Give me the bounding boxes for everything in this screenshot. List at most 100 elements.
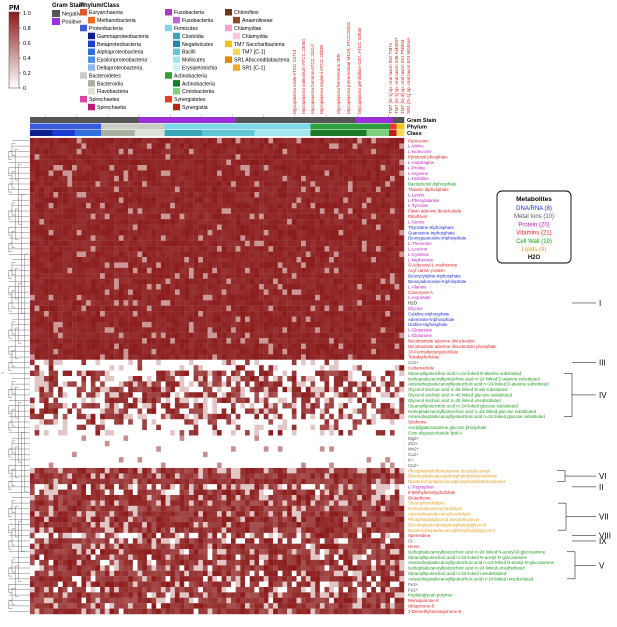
heatmap-cell — [380, 321, 386, 328]
heatmap-cell — [156, 392, 162, 398]
heatmap-cell — [343, 159, 349, 166]
heatmap-cell — [179, 219, 185, 225]
heatmap-cell — [366, 348, 372, 355]
heatmap-cell — [72, 354, 77, 360]
heatmap-cell — [329, 278, 335, 285]
heatmap-cell — [132, 170, 138, 177]
heatmap-cell — [142, 305, 148, 312]
heatmap-cell — [72, 435, 77, 442]
heatmap-cell — [109, 251, 115, 258]
heatmap-cell — [366, 332, 372, 339]
heatmap-cell — [305, 354, 311, 360]
heatmap-cell — [100, 257, 105, 263]
heatmap-cell — [146, 359, 152, 366]
heatmap-cell — [179, 386, 185, 393]
heatmap-cell — [184, 354, 190, 360]
heatmap-cell — [389, 148, 395, 155]
heatmap-cell — [329, 311, 335, 317]
heatmap-cell — [30, 186, 35, 193]
heatmap-cell — [310, 284, 316, 290]
heatmap-cell — [165, 327, 171, 333]
heatmap-cell — [329, 251, 335, 258]
heatmap-cell — [207, 148, 213, 155]
heatmap-cell — [202, 327, 208, 333]
heatmap-cell — [39, 229, 45, 236]
heatmap-cell — [174, 246, 180, 252]
heatmap-cell — [179, 143, 185, 149]
heatmap-cell — [319, 138, 325, 144]
heatmap-cell — [90, 392, 96, 398]
heatmap-cell — [118, 359, 124, 366]
heatmap-cell — [100, 348, 105, 355]
heatmap-cell — [235, 235, 241, 241]
heatmap-cell — [67, 197, 73, 204]
heatmap-cell — [95, 424, 101, 431]
heatmap-cell — [95, 316, 101, 323]
heatmap-cell — [389, 197, 395, 204]
heatmap-cell — [347, 181, 353, 187]
heatmap-cell — [296, 246, 302, 252]
heatmap-cell — [324, 386, 330, 393]
heatmap-cell — [34, 246, 40, 252]
heatmap-cell — [198, 181, 204, 187]
heatmap-cell — [44, 413, 49, 420]
heatmap-cell — [30, 359, 35, 366]
heatmap-cell — [217, 435, 222, 442]
heatmap-cell — [114, 408, 119, 415]
heatmap-cell — [30, 240, 35, 247]
heatmap-cell — [90, 240, 96, 247]
heatmap-cell — [245, 338, 250, 344]
heatmap-cell — [305, 143, 311, 149]
heatmap-cell — [160, 354, 166, 360]
heatmap-cell — [86, 381, 91, 387]
heatmap-cell — [165, 175, 171, 182]
heatmap-cell — [385, 392, 391, 398]
heatmap-cell — [76, 413, 82, 420]
heatmap-cell — [371, 273, 377, 279]
heatmap-cell — [380, 229, 386, 236]
heatmap-cell — [310, 348, 316, 355]
heatmap-cell — [76, 267, 82, 274]
heatmap-cell — [184, 294, 190, 301]
heatmap-cell — [296, 397, 302, 404]
heatmap-cell — [366, 419, 372, 425]
heatmap-cell — [324, 154, 330, 160]
heatmap-cell — [188, 446, 194, 452]
heatmap-cell — [287, 148, 292, 155]
heatmap-cell — [319, 419, 325, 425]
heatmap-cell — [315, 370, 320, 377]
heatmap-cell — [109, 354, 115, 360]
heatmap-cell — [231, 278, 236, 285]
heatmap-cell — [333, 159, 339, 166]
phylum-legend-swatch — [173, 16, 180, 24]
heatmap-cell — [58, 138, 63, 144]
heatmap-cell — [165, 289, 171, 296]
heatmap-cell — [235, 424, 241, 431]
heatmap-cell — [240, 294, 246, 301]
heatmap-cell — [198, 305, 204, 312]
class-track-segment — [389, 130, 397, 136]
heatmap-cell — [184, 159, 190, 166]
heatmap-cell — [193, 376, 199, 382]
heatmap-cell — [389, 165, 395, 171]
heatmap-cell — [291, 430, 297, 436]
heatmap-cell — [287, 267, 292, 274]
heatmap-cell — [137, 284, 143, 290]
heatmap-cell — [95, 229, 101, 236]
heatmap-cell — [44, 359, 49, 366]
heatmap-cell — [90, 143, 96, 149]
heatmap-cell — [240, 392, 246, 398]
heatmap-cell — [324, 192, 330, 198]
heatmap-cell — [338, 181, 344, 187]
heatmap-cell — [81, 338, 87, 344]
heatmap-cell — [347, 224, 353, 231]
heatmap-cell — [90, 208, 96, 214]
heatmap-cell — [72, 202, 77, 209]
heatmap-cell — [198, 192, 204, 198]
heatmap-cell — [30, 446, 35, 452]
heatmap-cell — [202, 365, 208, 371]
heatmap-cell — [259, 229, 264, 236]
heatmap-cell — [259, 305, 264, 312]
heatmap-cell — [361, 343, 367, 350]
heatmap-cell — [67, 413, 73, 420]
